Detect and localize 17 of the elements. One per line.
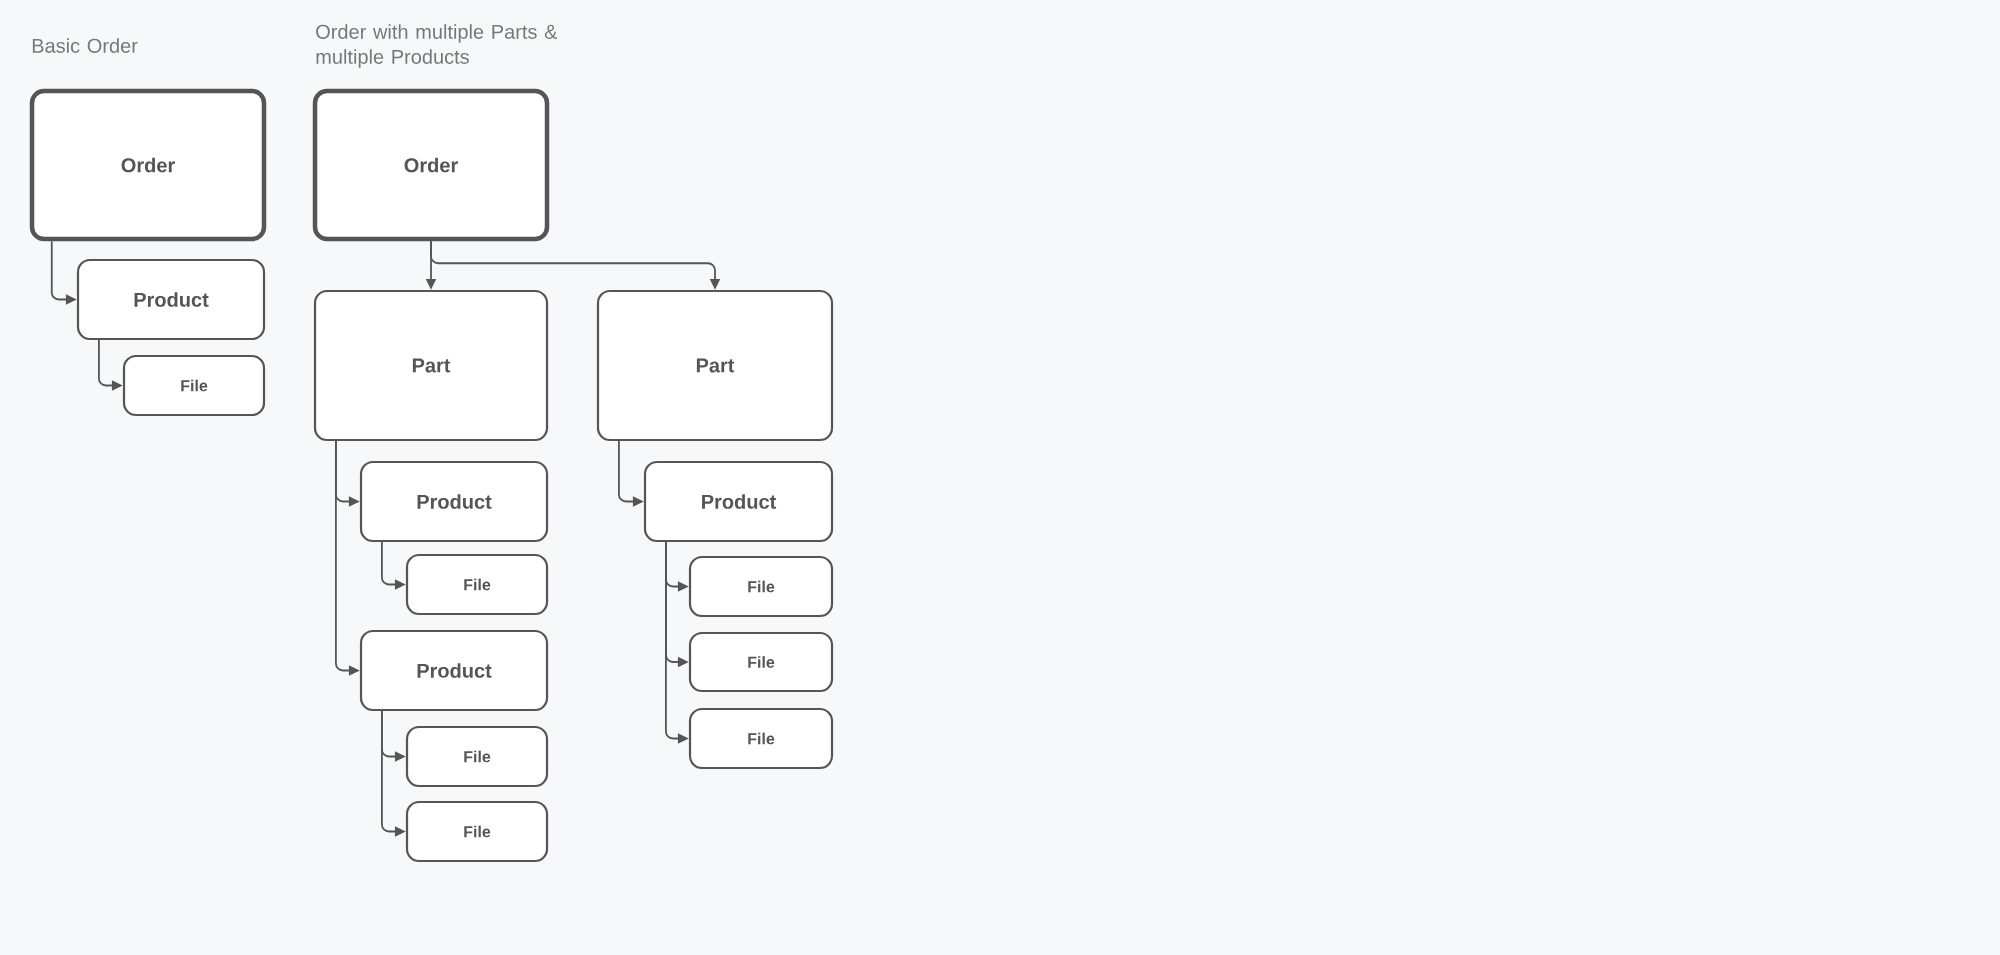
file-box: File xyxy=(688,555,834,618)
heading: Basic Order xyxy=(32,38,138,53)
part-box: Part xyxy=(596,289,834,442)
product-box: Product xyxy=(359,629,549,712)
product-box: Product xyxy=(643,460,834,543)
order-box: Order xyxy=(29,88,267,242)
file-box: File xyxy=(405,553,549,616)
part-box: Part xyxy=(313,289,549,442)
product-box: Product xyxy=(359,460,549,543)
file-box: File xyxy=(405,725,549,788)
file-box: File xyxy=(405,800,549,863)
order-box: Order xyxy=(312,88,550,242)
file-box: File xyxy=(688,631,834,693)
file-box: File xyxy=(688,707,834,770)
product-box: Product xyxy=(76,258,266,341)
heading: Order with multiple Parts & multiple Products xyxy=(316,24,558,68)
file-box: File xyxy=(122,354,266,417)
